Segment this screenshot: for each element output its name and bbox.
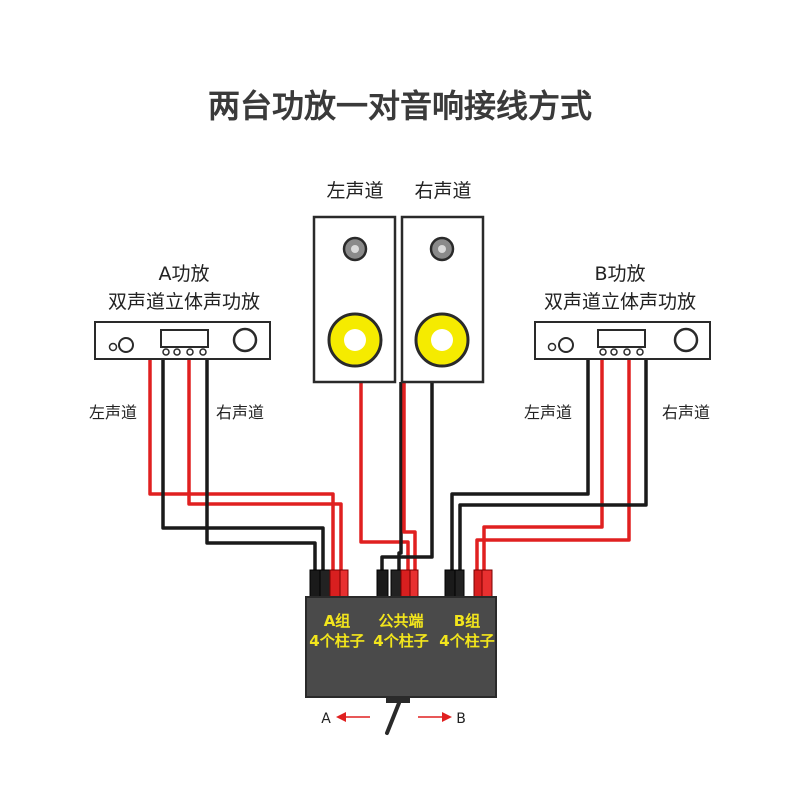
amp-a-display bbox=[160, 329, 209, 348]
amp-b-black-wire-1 bbox=[450, 357, 590, 572]
speaker-right-black-wire bbox=[380, 382, 434, 572]
post-common-black-1 bbox=[376, 569, 389, 599]
post-a-red-1 bbox=[329, 569, 342, 599]
amp-b-black-wire-2 bbox=[458, 357, 648, 572]
amp-a-small-knob-icon bbox=[108, 342, 118, 352]
page-title: 两台功放一对音响接线方式 bbox=[208, 87, 592, 125]
amp-b-red-wire-1 bbox=[482, 357, 604, 572]
speaker-left-black-wire bbox=[397, 382, 403, 572]
wires bbox=[148, 357, 648, 572]
speaker-labels: 左声道 右声道 bbox=[326, 180, 471, 202]
binding-posts bbox=[309, 569, 493, 599]
tweeter-right-icon bbox=[429, 236, 455, 262]
amp-b-labels: B功放 双声道立体声功放 bbox=[544, 263, 696, 313]
switch-box bbox=[305, 596, 497, 698]
amp-b-wire-right-label: 右声道 bbox=[662, 403, 710, 422]
amp-b-knob-icon bbox=[558, 337, 574, 353]
amp-b-small-knob-icon bbox=[547, 342, 557, 352]
amp-a-labels: A功放 双声道立体声功放 bbox=[108, 263, 260, 313]
amp-b-unit bbox=[534, 321, 711, 360]
amp-b-subtitle: 双声道立体声功放 bbox=[544, 291, 696, 313]
common-label: 公共端 bbox=[378, 612, 423, 630]
amp-a-unit bbox=[94, 321, 271, 360]
amp-a-name: A功放 bbox=[159, 263, 210, 285]
amp-a-knob-icon bbox=[118, 337, 134, 353]
post-common-red-2 bbox=[409, 569, 419, 599]
selector-arrows: A B bbox=[321, 711, 466, 727]
speaker-right-label: 右声道 bbox=[414, 180, 471, 202]
switch-box-labels: A组 4个柱子 公共端 4个柱子 B组 4个柱子 bbox=[309, 612, 494, 650]
group-a-label: A组 bbox=[324, 612, 351, 630]
amp-b-red-wire-2 bbox=[475, 357, 631, 572]
post-a-black-2 bbox=[319, 569, 332, 599]
woofer-left-icon bbox=[327, 312, 383, 368]
amp-a-wire-left-label: 左声道 bbox=[89, 403, 137, 422]
post-common-black-2 bbox=[390, 569, 402, 599]
tweeter-left-icon bbox=[342, 236, 368, 262]
speaker-right-red-wire bbox=[402, 382, 417, 572]
woofer-right-icon bbox=[414, 312, 470, 368]
post-b-black-1 bbox=[444, 569, 457, 599]
amp-a-volume-knob-icon bbox=[232, 327, 258, 353]
post-b-black-2 bbox=[454, 569, 465, 599]
amp-a-red-wire-2 bbox=[187, 357, 343, 572]
group-a-count: 4个柱子 bbox=[309, 632, 364, 650]
amp-b-wire-left-label: 左声道 bbox=[524, 403, 572, 422]
amp-b-volume-knob-icon bbox=[673, 327, 699, 353]
speaker-left bbox=[312, 215, 397, 384]
amp-a-subtitle: 双声道立体声功放 bbox=[108, 291, 260, 313]
post-a-red-2 bbox=[339, 569, 349, 599]
selector-a-label: A bbox=[321, 711, 331, 727]
amp-a-wire-right-label: 右声道 bbox=[216, 403, 264, 422]
speaker-left-label: 左声道 bbox=[326, 180, 383, 202]
amp-b-display bbox=[597, 329, 646, 348]
amp-a-red-wire-1 bbox=[148, 357, 335, 572]
common-count: 4个柱子 bbox=[373, 632, 428, 650]
speaker-right bbox=[400, 215, 485, 384]
selector-b-label: B bbox=[456, 711, 466, 727]
selector-lever[interactable] bbox=[385, 697, 410, 735]
post-a-black-1 bbox=[309, 569, 322, 599]
group-b-label: B组 bbox=[454, 612, 480, 630]
amp-b-name: B功放 bbox=[594, 263, 645, 285]
amp-a-black-wire-2 bbox=[205, 357, 317, 572]
post-b-red-2 bbox=[481, 569, 493, 599]
group-b-count: 4个柱子 bbox=[439, 632, 494, 650]
amp-a-black-wire-1 bbox=[161, 357, 325, 572]
